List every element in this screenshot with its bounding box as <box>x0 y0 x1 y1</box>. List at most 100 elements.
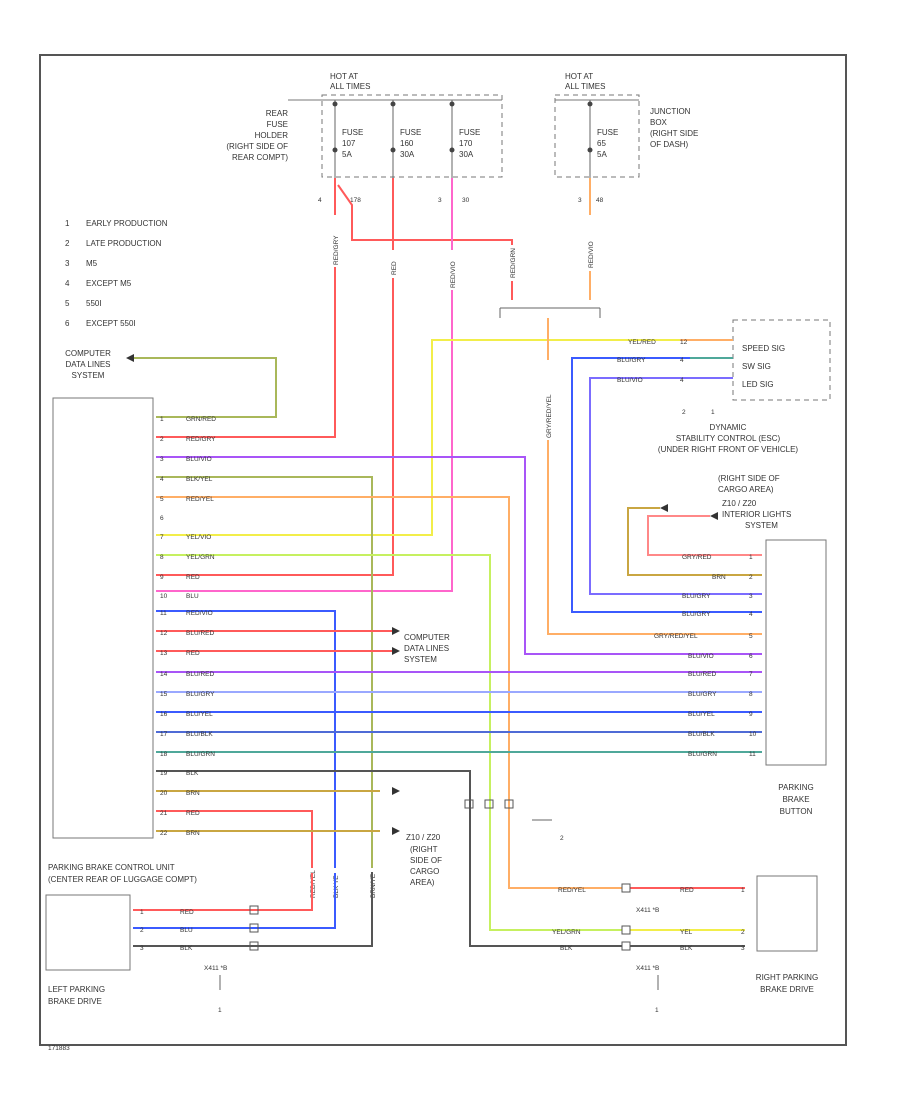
svg-text:FUSE: FUSE <box>342 128 363 137</box>
svg-text:8: 8 <box>749 691 753 698</box>
svg-text:X411 *B: X411 *B <box>636 965 659 972</box>
rear-fuse-label: HOLDER <box>255 131 289 140</box>
note-num: 1 <box>65 219 70 228</box>
diagram-id: 171883 <box>48 1045 70 1052</box>
svg-text:BLK: BLK <box>180 945 193 952</box>
svg-text:RED: RED <box>180 909 194 916</box>
svg-text:GRY/RED/YEL: GRY/RED/YEL <box>546 394 553 438</box>
svg-text:RED/GRY: RED/GRY <box>186 436 216 443</box>
svg-text:GRY/RED: GRY/RED <box>682 554 712 561</box>
svg-text:2: 2 <box>560 835 564 842</box>
svg-text:LEFT PARKING: LEFT PARKING <box>48 985 105 994</box>
svg-text:BRN/YE: BRN/YE <box>370 873 377 898</box>
svg-text:BLU/BLK: BLU/BLK <box>186 731 213 738</box>
svg-text:BLU/RED: BLU/RED <box>688 671 716 678</box>
svg-text:BLK/YEL: BLK/YEL <box>186 476 213 483</box>
svg-text:BLK YE: BLK YE <box>333 875 340 898</box>
svg-text:2: 2 <box>140 927 144 934</box>
svg-text:BLU: BLU <box>186 593 199 600</box>
svg-text:1: 1 <box>741 887 745 894</box>
right-drive: RIGHT PARKING BRAKE DRIVE RED/YEL YEL/GR… <box>552 875 818 1014</box>
splice-bar <box>499 307 601 318</box>
svg-text:178: 178 <box>350 197 361 204</box>
note-text: EXCEPT 550I <box>86 319 136 328</box>
esc-wires <box>156 339 762 613</box>
svg-text:BLU/GRY: BLU/GRY <box>617 357 646 364</box>
svg-text:RED: RED <box>680 887 694 894</box>
svg-text:BLU/GRY: BLU/GRY <box>682 593 711 600</box>
svg-text:1: 1 <box>218 1007 222 1014</box>
svg-text:1: 1 <box>160 416 164 423</box>
svg-text:BLU/BLK: BLU/BLK <box>688 731 715 738</box>
note-text: LATE PRODUCTION <box>86 239 162 248</box>
junction-box-label: OF DASH) <box>650 140 689 149</box>
parking-brake-control-unit: PARKING BRAKE CONTROL UNIT (CENTER REAR … <box>48 397 197 884</box>
svg-text:YEL/RED: YEL/RED <box>628 339 656 346</box>
svg-text:BRN: BRN <box>186 830 200 837</box>
svg-text:RED/GRY: RED/GRY <box>333 235 340 265</box>
svg-text:AREA): AREA) <box>410 878 435 887</box>
svg-text:RIGHT PARKING: RIGHT PARKING <box>756 973 818 982</box>
rear-fuse-label: REAR COMPT) <box>232 153 288 162</box>
svg-text:INTERIOR LIGHTS: INTERIOR LIGHTS <box>722 510 791 519</box>
svg-text:BLU/GRY: BLU/GRY <box>688 691 717 698</box>
svg-text:SW SIG: SW SIG <box>742 362 771 371</box>
note-text: 550I <box>86 299 102 308</box>
svg-text:BRAKE DRIVE: BRAKE DRIVE <box>48 997 102 1006</box>
svg-text:YEL/GRN: YEL/GRN <box>552 929 581 936</box>
svg-text:RED/VIO: RED/VIO <box>186 610 213 617</box>
svg-text:19: 19 <box>160 770 168 777</box>
svg-text:30A: 30A <box>459 150 474 159</box>
svg-text:BLK: BLK <box>680 945 693 952</box>
center-right-ground: 2 <box>532 819 564 842</box>
center-connectors <box>464 799 514 809</box>
svg-text:RED/YEL: RED/YEL <box>310 870 317 898</box>
svg-text:BLK: BLK <box>560 945 573 952</box>
svg-text:BLU/GRY: BLU/GRY <box>186 691 215 698</box>
svg-text:30: 30 <box>462 197 470 204</box>
svg-text:BRAKE DRIVE: BRAKE DRIVE <box>760 985 814 994</box>
svg-text:BLU/VIO: BLU/VIO <box>617 377 643 384</box>
svg-text:2: 2 <box>749 574 753 581</box>
svg-text:12: 12 <box>160 630 168 637</box>
svg-text:3: 3 <box>160 456 164 463</box>
svg-text:170: 170 <box>459 139 473 148</box>
svg-text:12: 12 <box>680 339 688 346</box>
fuse-107: FUSE 107 5A <box>332 100 363 178</box>
svg-text:SYSTEM: SYSTEM <box>72 371 105 380</box>
junction-box-label: JUNCTION <box>650 107 691 116</box>
svg-text:Z10 / Z20: Z10 / Z20 <box>722 499 757 508</box>
fuse-65-num: 65 <box>597 139 606 148</box>
fuse-170: FUSE 170 30A <box>449 100 480 178</box>
hot-at-label: ALL TIMES <box>565 82 605 91</box>
svg-text:YEL: YEL <box>680 929 693 936</box>
svg-text:4: 4 <box>749 611 753 618</box>
svg-text:BLU/GRN: BLU/GRN <box>186 751 215 758</box>
note-num: 5 <box>65 299 70 308</box>
svg-text:1: 1 <box>140 909 144 916</box>
svg-text:6: 6 <box>749 653 753 660</box>
svg-text:(CENTER REAR OF LUGGAGE COMPT): (CENTER REAR OF LUGGAGE COMPT) <box>48 875 197 884</box>
junction-box: HOT AT ALL TIMES FUSE 65 5A JUNCTION BOX… <box>554 72 698 178</box>
svg-text:DATA LINES: DATA LINES <box>65 360 110 369</box>
rear-fuse-label: (RIGHT SIDE OF <box>226 142 288 151</box>
esc-wire-labels: YEL/RED 12 BLU/GRY 4 BLU/VIO 4 <box>617 339 688 384</box>
center-ground: Z10 / Z20 (RIGHT SIDE OF CARGO AREA) <box>392 787 442 887</box>
svg-text:4: 4 <box>680 377 684 384</box>
hot-at-label: ALL TIMES <box>330 82 370 91</box>
svg-text:FUSE: FUSE <box>459 128 480 137</box>
svg-text:6: 6 <box>160 515 164 522</box>
left-drive-wires <box>133 872 373 947</box>
right-connector-label: X411 *B <box>636 907 659 914</box>
note-text: EXCEPT M5 <box>86 279 132 288</box>
svg-text:YEL/GRN: YEL/GRN <box>186 554 215 561</box>
note-num: 3 <box>65 259 70 268</box>
svg-text:3: 3 <box>578 197 582 204</box>
svg-text:BLU/YEL: BLU/YEL <box>688 711 715 718</box>
svg-text:RED: RED <box>186 574 200 581</box>
svg-text:(RIGHT: (RIGHT <box>410 845 438 854</box>
note-num: 6 <box>65 319 70 328</box>
